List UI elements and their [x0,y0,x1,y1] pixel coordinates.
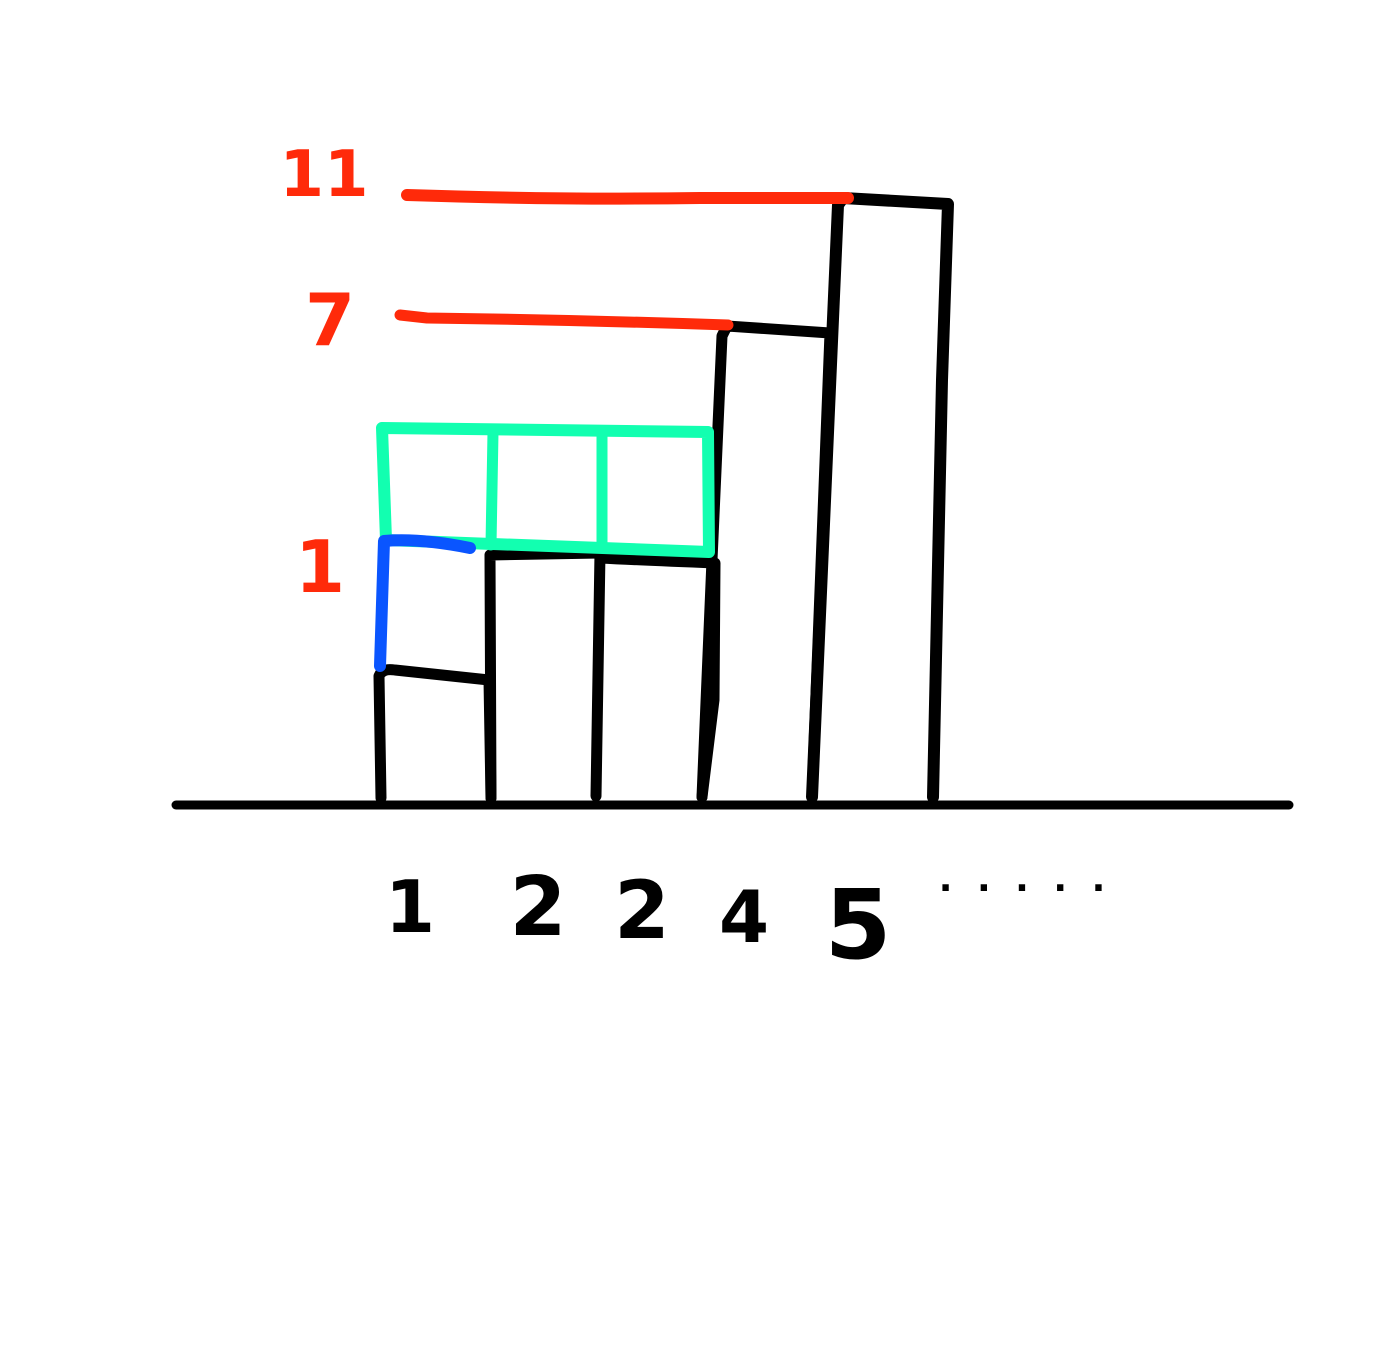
bar-2-outline [484,547,606,804]
bar-5 [806,192,954,803]
height-label-4: 4 [719,875,769,959]
height-label-1: 1 [385,865,435,949]
sum-label-top: 11 [279,138,368,212]
bar-3 [594,552,721,803]
filled-row [376,422,715,558]
height-label-3: 2 [614,864,670,957]
bar-1 [373,664,497,804]
ellipsis-label: · · · · · [939,868,1112,909]
bar-5-outline [806,192,954,803]
blue-edge [374,534,476,672]
filled-row-divider-1 [485,426,499,551]
height-label-5: 5 [825,869,892,981]
red-line-middle [394,309,734,331]
filled-row-outline [376,422,715,558]
red-line-top [401,189,854,205]
height-label-2: 2 [509,860,566,955]
sum-label-middle: 7 [305,278,355,362]
sum-label-bottom: 1 [295,525,345,609]
bar-1-outline [373,664,497,804]
bar-2 [484,547,606,804]
bar-3-outline [594,552,721,803]
